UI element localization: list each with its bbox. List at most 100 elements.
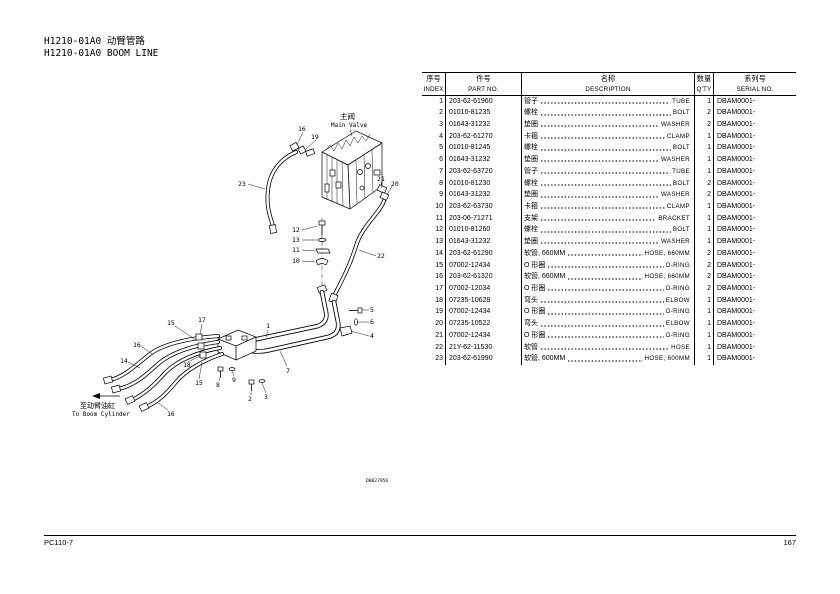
callout-label: 8 bbox=[216, 381, 220, 389]
serial-no-cell: DBAM0001- bbox=[717, 320, 756, 328]
callout-label: 15 bbox=[195, 379, 203, 387]
qty-cell: 1 bbox=[695, 165, 714, 178]
description-cn: 管子 bbox=[524, 167, 538, 175]
callout-label: 20 bbox=[391, 180, 399, 188]
dot-leader bbox=[547, 265, 664, 268]
description-en: BOLT bbox=[672, 179, 690, 187]
hose-22 bbox=[328, 199, 386, 304]
qty-cell: 2 bbox=[695, 259, 714, 272]
dot-leader bbox=[540, 207, 665, 210]
dot-leader bbox=[540, 242, 659, 245]
description-en: WASHER bbox=[660, 238, 690, 246]
callout-label: 15 bbox=[167, 319, 175, 327]
callout-label: 4 bbox=[370, 332, 374, 340]
serial-no-cell: DBAM0001- bbox=[717, 308, 756, 316]
description-en: ELBOW bbox=[665, 320, 690, 328]
serial-no-cell: DBAM0001- bbox=[717, 343, 756, 351]
parts-table: 序号 INDEX 件号 PART NO. 名称 DESCRIPTION 数量 Q… bbox=[422, 72, 796, 366]
header-qty: 数量 Q'TY bbox=[695, 73, 714, 95]
description-en: HOSE, 600MM bbox=[644, 355, 690, 363]
page-title: H1210-01A0 动臂管路 H1210-01A0 BOOM LINE bbox=[44, 36, 158, 60]
qty-cell: 1 bbox=[695, 353, 714, 366]
part-no-cell: 203-62-63720 bbox=[446, 165, 522, 178]
serial-no-cell: DBAM0001- bbox=[717, 167, 756, 175]
part-no-cell: 07235-10628 bbox=[446, 294, 522, 307]
description-cell: 卡箍 CLAMP bbox=[522, 200, 695, 213]
description-cn: 螺栓 bbox=[524, 226, 538, 234]
description-en: BOLT bbox=[672, 144, 690, 152]
description-cn: 垫圈 bbox=[524, 156, 538, 164]
description-cn: O 形圈 bbox=[524, 285, 546, 292]
part-no-cell: 203-06-71271 bbox=[446, 212, 522, 225]
boom-line-diagram: 主阀 Main Valve 至动臂油缸 To Boom Cylinder 16 … bbox=[72, 111, 399, 418]
drawing-code: D0027956 bbox=[366, 479, 389, 484]
part-no-cell: 01010-81245 bbox=[446, 142, 522, 155]
index-cell: 12 bbox=[422, 224, 446, 237]
index-cell: 23 bbox=[422, 353, 446, 366]
description-cn: 卡箍 bbox=[524, 132, 538, 140]
qty-cell: 2 bbox=[695, 118, 714, 131]
qty-cell: 1 bbox=[695, 329, 714, 342]
tube-1 bbox=[237, 289, 329, 343]
index-cell: 16 bbox=[422, 271, 446, 283]
part-no-cell: 07002-12434 bbox=[446, 329, 522, 342]
qty-cell: 2 bbox=[695, 107, 714, 119]
qty-cell: 1 bbox=[695, 154, 714, 166]
description-cn: 卡箍 bbox=[524, 202, 538, 210]
part-no-cell: 01643-31232 bbox=[446, 118, 522, 131]
part-no-cell: 07002-12434 bbox=[446, 259, 522, 272]
description-cell: 软管 HOSE bbox=[522, 341, 695, 354]
serial-no-cell: DBAM0001- bbox=[717, 249, 756, 257]
index-cell: 8 bbox=[422, 177, 446, 190]
part-no-cell: 203-62-61990 bbox=[446, 353, 522, 366]
description-cn: 弯头 bbox=[524, 296, 538, 304]
header-part-no: 件号 PART NO. bbox=[446, 73, 522, 95]
callout-label: 18 bbox=[183, 361, 191, 369]
qty-cell: 1 bbox=[695, 224, 714, 237]
callout-label: 1 bbox=[266, 322, 270, 330]
header-label-cn: 数量 bbox=[696, 74, 712, 83]
fitting-20-21 bbox=[376, 184, 390, 201]
serial-no-cell: DBAM0001- bbox=[717, 179, 756, 187]
description-en: HOSE bbox=[671, 343, 690, 351]
flange-block bbox=[217, 329, 257, 361]
qty-cell: 1 bbox=[695, 130, 714, 143]
callout-label: 23 bbox=[238, 180, 246, 188]
serial-no-cell: DBAM0001- bbox=[717, 331, 756, 339]
serial-no-cell: DBAM0001- bbox=[717, 273, 756, 281]
index-cell: 15 bbox=[422, 259, 446, 272]
serial-no-cell: DBAM0001- bbox=[717, 226, 756, 234]
description-cn: 螺栓 bbox=[524, 144, 538, 152]
qty-cell: 1 bbox=[695, 142, 714, 155]
callout-label: 14 bbox=[120, 357, 128, 365]
callout-label: 7 bbox=[286, 367, 290, 375]
part-no-cell: 203-62-61270 bbox=[446, 130, 522, 143]
description-en: CLAMP bbox=[666, 202, 690, 210]
description-cn: 垫圈 bbox=[524, 238, 538, 246]
part-no-cell: 01643-31232 bbox=[446, 154, 522, 166]
serial-no-cell: DBAM0001- bbox=[717, 296, 756, 304]
index-cell: 19 bbox=[422, 306, 446, 319]
hoses-14-16 bbox=[102, 333, 224, 412]
dot-leader bbox=[540, 195, 659, 198]
description-cell: 垫圈 WASHER bbox=[522, 236, 695, 248]
description-cn: 软管 bbox=[524, 343, 538, 351]
serial-no-cell: DBAM0001- bbox=[717, 214, 756, 222]
description-en: HOSE, 660MM bbox=[644, 249, 690, 257]
callout-label: 22 bbox=[377, 252, 385, 260]
header-label-cn: 系列号 bbox=[744, 74, 766, 83]
